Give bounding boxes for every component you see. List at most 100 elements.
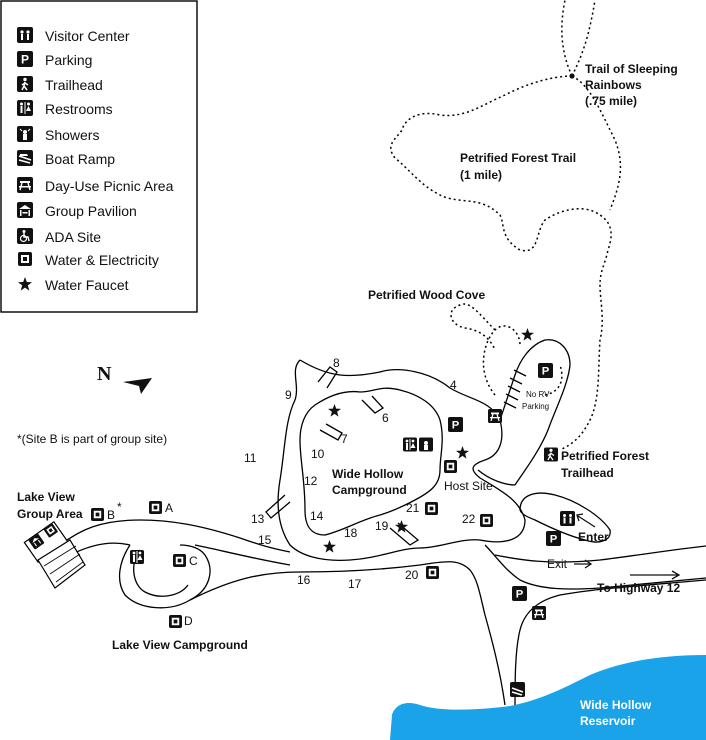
trailhead-icon [17,76,33,92]
legend-label-parking: Parking [45,52,92,68]
parking-stalls [503,369,527,409]
water-faucet-marker-icon [328,404,341,417]
label-petrified-trail-2: (1 mile) [460,168,502,182]
site-20: 20 [405,568,419,582]
spur-6 [361,395,385,414]
roads [59,339,706,711]
wide-hollow-reservoir [390,655,706,740]
site-b: B [107,508,115,522]
we-site-d-icon [169,615,182,628]
site-9: 9 [285,388,292,402]
road-trailhead-2 [477,469,516,486]
visitor-center-icon [17,27,33,43]
north-label: N [97,363,112,385]
legend-label-restrooms: Restrooms [45,101,113,117]
legend-label-picnic-area: Day-Use Picnic Area [45,178,174,194]
label-lake-view-group-2: Group Area [17,507,83,521]
parking-marker-icon [546,531,561,546]
legend-label-water-faucet: Water Faucet [45,277,129,293]
road-lower-link [189,561,506,706]
site-18: 18 [344,526,358,540]
parking-marker-icon [448,417,463,432]
trail-petrified-forest [390,75,612,451]
label-pf-trailhead-1: Petrified Forest [561,449,649,463]
we-site-20-icon [426,566,439,579]
water-faucet-marker-icon [395,520,408,533]
label-petrified-cove: Petrified Wood Cove [368,288,485,302]
spur-13 [265,494,291,519]
site-6: 6 [382,411,389,425]
ada-site-icon [17,228,33,244]
water-faucet-marker-icon [456,446,469,459]
road-lower-link-2 [484,544,706,590]
legend-label-visitor-center: Visitor Center [45,28,130,44]
label-enter: Enter [578,530,609,544]
label-lake-view-group-1: Lake View [17,490,75,504]
label-no-rv-1: No RV [526,390,550,399]
site-17: 17 [348,577,362,591]
visitor-center-loop [519,492,611,543]
site-14: 14 [310,509,324,523]
site-13: 13 [251,512,265,526]
we-host-site-icon [444,460,457,473]
label-pf-trailhead-2: Trailhead [561,466,614,480]
water-faucet-marker-icon [323,540,336,553]
label-lake-view-campground: Lake View Campground [112,638,248,652]
label-no-rv-2: Parking [522,402,549,411]
spur-8 [317,366,338,389]
showers-icon [17,126,33,142]
we-site-21-icon [425,502,438,515]
legend-label-ada-site: ADA Site [45,229,101,245]
legend-label-group-pavilion: Group Pavilion [45,203,137,219]
site-11: 11 [244,451,257,465]
we-site-22-icon [480,514,493,527]
reservoir-label-line1: Wide Hollow [580,698,652,712]
wide-hollow-loop-inner [299,387,443,536]
boat-ramp-icon [17,150,33,166]
road-highway-top [494,545,706,563]
legend-label-water-electricity: Water & Electricity [45,252,159,268]
label-trail-sleeping-2: Rainbows [585,78,642,92]
legend: Visitor Center Parking Trailhead Restroo… [0,0,198,313]
site-16: 16 [297,573,311,587]
label-trail-sleeping-1: Trail of Sleeping [585,62,678,76]
restrooms-icon [17,100,33,116]
trail-junction-marker [569,73,575,79]
water-electricity-icon [18,252,32,266]
label-host-site: Host Site [444,479,493,493]
restrooms-marker-icon [403,437,417,452]
site-12: 12 [304,474,318,488]
picnic-area-icon [17,177,33,193]
trail-cove-link [544,364,563,396]
legend-label-trailhead: Trailhead [45,77,103,93]
label-wide-hollow-1: Wide Hollow [332,467,404,481]
site-b-asterisk: * [117,500,122,514]
we-site-c-icon [173,554,186,567]
site-4: 4 [450,378,457,392]
group-pavilion-marker-icon [28,533,45,550]
site-d: D [184,614,193,628]
restrooms-marker-icon [130,550,144,564]
enter-arrow-icon [576,513,596,528]
boat-ramp-marker-icon [510,682,525,697]
north-arrow-icon [123,378,152,394]
site-19: 19 [375,519,389,533]
site-c: C [189,554,198,568]
site-15: 15 [258,533,272,547]
road-highway [514,579,706,711]
legend-label-showers: Showers [45,127,99,143]
we-site-a-icon [149,501,162,514]
spur-7 [319,423,343,441]
highway-arrow-icon [630,570,681,580]
parking-marker-icon [512,586,527,601]
parking-marker-icon [538,363,553,378]
visitor-center-marker-icon [560,511,575,526]
parking-icon [17,51,33,67]
site-22: 22 [462,512,476,526]
spur-19 [389,522,420,546]
legend-frame [0,0,198,313]
label-exit: Exit [547,557,568,571]
label-to-highway: To Highway 12 [597,581,680,595]
water-faucet-marker-icon [521,328,534,341]
